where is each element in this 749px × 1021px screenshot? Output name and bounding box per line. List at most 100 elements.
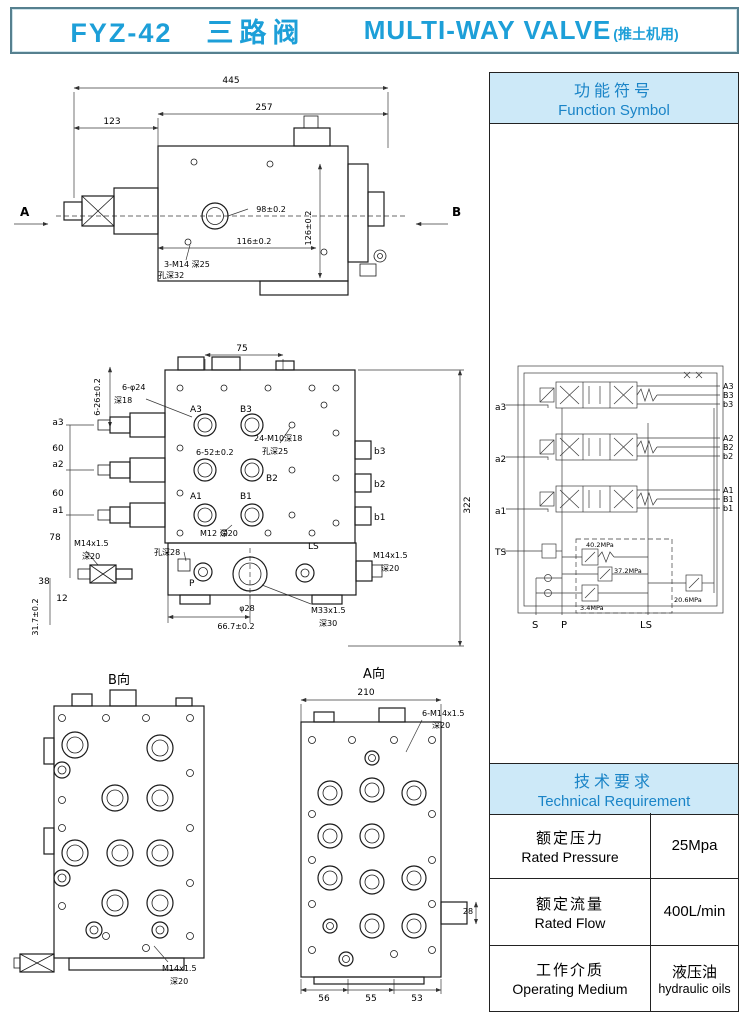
left-spool-ends — [97, 412, 166, 528]
valve-section-3 — [506, 381, 720, 409]
leader-line — [153, 945, 169, 963]
spec-value-main: 400L/min — [663, 903, 726, 921]
bottom-left-fitting — [77, 564, 133, 584]
note-6d24: 6-φ24 — [122, 383, 145, 392]
pressure-40-2: 40.2MPa — [586, 541, 614, 549]
pressure-3-4: 3.4MPa — [580, 604, 604, 612]
valve-body-outline — [300, 707, 468, 985]
bolt-holes — [58, 714, 194, 952]
plug-holes — [53, 731, 174, 939]
port-label-a2: a2 — [52, 460, 63, 470]
port-label-b2: b2 — [374, 480, 385, 490]
dim-445: 445 — [222, 76, 239, 86]
a-direction-view: A向 210 6-M14x1.5 深20 28 56 55 53 — [300, 666, 479, 1004]
bottom-left-fitting — [13, 953, 55, 973]
circuit-port-a3: a3 — [495, 403, 506, 413]
application-note: (推土机用) — [613, 26, 679, 42]
bottom-right-fitting — [355, 560, 383, 582]
bottom-ports — [177, 556, 315, 592]
view-title-a: A向 — [363, 666, 385, 682]
note-m14-depth: 深20 — [170, 977, 188, 986]
dimension-lines — [56, 85, 408, 279]
spec-value-sub: hydraulic oils — [658, 981, 731, 996]
technical-title-en: Technical Requirement — [537, 793, 691, 810]
dim-56: 56 — [318, 994, 330, 1004]
hole-depth-note: 孔深32 — [158, 271, 184, 280]
dim-78: 78 — [49, 533, 61, 543]
right-spool-end — [347, 163, 387, 277]
dim-322: 322 — [463, 496, 473, 513]
spec-label-cn: 工作介质 — [535, 962, 604, 980]
circuit-port-B1: B1 — [723, 495, 734, 504]
circuit-port-B2: B2 — [723, 443, 734, 452]
circuit-port-b1: b1 — [723, 504, 733, 513]
dim-d28: φ28 — [239, 604, 254, 613]
function-symbol-title-en: Function Symbol — [558, 102, 670, 119]
pressure-20-6: 20.6MPa — [674, 596, 702, 604]
dim-210: 210 — [357, 688, 374, 698]
port-label-a3: a3 — [52, 418, 63, 428]
dim-12: 12 — [56, 594, 67, 604]
port-label-P: P — [189, 579, 195, 589]
note-m14-right-depth: 深20 — [381, 564, 399, 573]
circuit-port-ls: LS — [640, 620, 652, 631]
spec-value-main: 25Mpa — [671, 837, 718, 855]
dim-60b: 60 — [52, 489, 64, 499]
spec-label: 工作介质 Operating Medium — [490, 945, 651, 1011]
note-6m14: 6-M14x1.5 — [422, 709, 465, 718]
note-m33-depth: 深30 — [319, 619, 337, 628]
note-6m14-depth: 深20 — [432, 721, 450, 730]
view-title-b: B向 — [108, 672, 130, 688]
spec-label-en: Rated Pressure — [521, 848, 619, 865]
ts-line — [504, 543, 562, 559]
valve-section-1 — [506, 485, 720, 513]
circuit-port-a1: a1 — [495, 507, 506, 517]
port-label-a1: a1 — [52, 506, 63, 516]
valve-body-outline — [43, 689, 205, 971]
circuit-port-s: S — [532, 620, 538, 631]
dim-66-7: 66.7±0.2 — [217, 622, 254, 631]
technical-requirement-header: 技术要求 Technical Requirement — [490, 763, 738, 815]
valve-section-2 — [506, 433, 720, 461]
relief-valves — [536, 371, 714, 602]
note-24m10: 24-M10深18 — [254, 434, 302, 443]
thread-note-m14: 3-M14 深25 — [164, 260, 210, 269]
hydraulic-circuit-diagram: a3 a2 a1 TS A3 B3 b3 A2 B2 b2 A1 B1 b1 S… — [494, 365, 734, 631]
circuit-boundary — [517, 365, 724, 614]
spec-table: 额定压力 Rated Pressure 25Mpa 额定流量 Rated Flo… — [490, 813, 738, 1011]
circuit-port-b3: b3 — [723, 400, 733, 409]
bolt-holes — [308, 736, 436, 958]
view-label-a: A — [20, 205, 30, 219]
circuit-port-b2: b2 — [723, 452, 733, 461]
note-24m10-depth: 孔深25 — [262, 447, 288, 456]
circuit-port-ts: TS — [494, 548, 506, 558]
right-port-bosses — [354, 440, 372, 526]
circuit-port-A1: A1 — [723, 486, 734, 495]
note-m12: M12 深20 — [200, 529, 238, 538]
circuit-port-p: P — [561, 620, 567, 631]
spec-label-cn: 额定流量 — [535, 895, 604, 913]
port-label-B1: B1 — [240, 492, 252, 502]
main-port-holes — [193, 413, 264, 527]
dim-116: 116±0.2 — [237, 237, 272, 246]
valve-body-outline — [164, 356, 357, 605]
dim-55: 55 — [365, 994, 376, 1004]
port-label-A3: A3 — [190, 405, 202, 415]
note-hole28: 孔深28 — [154, 548, 180, 557]
right-panel: 功能符号 Function Symbol — [489, 72, 739, 1012]
circuit-port-A2: A2 — [723, 434, 734, 443]
note-m14-left: M14x1.5 — [74, 539, 109, 548]
note-m33: M33x1.5 — [311, 606, 346, 615]
dim-28: 28 — [463, 907, 473, 916]
dim-60a: 60 — [52, 444, 64, 454]
dim-53: 53 — [411, 994, 422, 1004]
product-name-en: MULTI-WAY VALVE — [363, 15, 612, 45]
model-code: FYZ-42 — [70, 18, 173, 48]
spec-row-pressure: 额定压力 Rated Pressure 25Mpa — [490, 813, 738, 880]
circuit-port-A3: A3 — [723, 382, 734, 391]
spec-label-cn: 额定压力 — [535, 829, 604, 847]
note-6d24-depth: 深18 — [114, 396, 132, 405]
